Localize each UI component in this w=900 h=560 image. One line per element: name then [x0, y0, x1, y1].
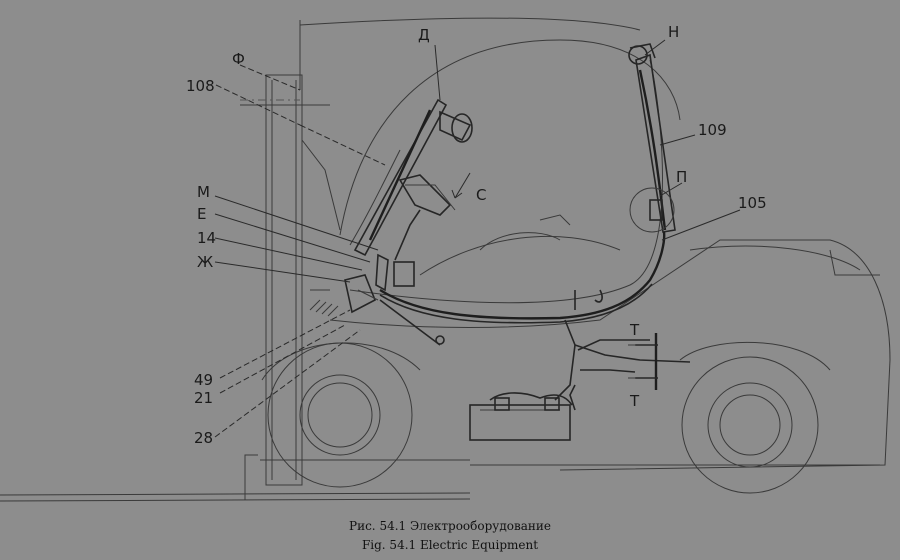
- label-n: Н: [668, 23, 679, 41]
- label-21: 21: [194, 389, 213, 407]
- cab-outline: [299, 17, 681, 304]
- label-d: Д: [418, 26, 430, 44]
- label-t-top: Т: [629, 321, 640, 339]
- battery: [469, 392, 573, 441]
- front-pillar: [349, 98, 448, 257]
- label-f: Ф: [232, 50, 245, 68]
- label-109: 109: [698, 121, 727, 139]
- hatching: [309, 289, 339, 317]
- label-49: 49: [194, 371, 213, 389]
- mast: [240, 74, 341, 486]
- label-14: 14: [197, 229, 216, 247]
- label-c: С: [476, 186, 486, 204]
- wiring-harness: [379, 231, 691, 411]
- figure-caption-ru: Рис. 54.1 Электрооборудование: [349, 519, 551, 533]
- label-e: Е: [197, 205, 206, 223]
- label-108: 108: [186, 77, 215, 95]
- forklift-electrical-drawing: Ф Д Н 108 109 М Е 14 Ж С П 105 Т Т 49 21…: [0, 17, 891, 502]
- forks: [0, 454, 471, 502]
- steering: [394, 174, 456, 261]
- truck-body: [260, 239, 891, 471]
- rear-pillar: [628, 43, 676, 233]
- callout-labels: Ф Д Н 108 109 М Е 14 Ж С П 105 Т Т 49 21…: [186, 23, 767, 447]
- dash-components: [344, 253, 415, 314]
- label-28: 28: [194, 429, 213, 447]
- label-t-bottom: Т: [629, 392, 640, 410]
- label-m: М: [197, 183, 210, 201]
- section-t-t: [628, 333, 658, 390]
- label-p: П: [676, 168, 687, 186]
- rear-wheel: [679, 341, 831, 494]
- front-wheel: [261, 342, 421, 488]
- label-105: 105: [738, 194, 767, 212]
- figure-caption-en: Fig. 54.1 Electric Equipment: [361, 538, 539, 552]
- leader-lines: [214, 39, 741, 438]
- label-zh: Ж: [197, 253, 213, 271]
- front-lamp: [439, 110, 473, 143]
